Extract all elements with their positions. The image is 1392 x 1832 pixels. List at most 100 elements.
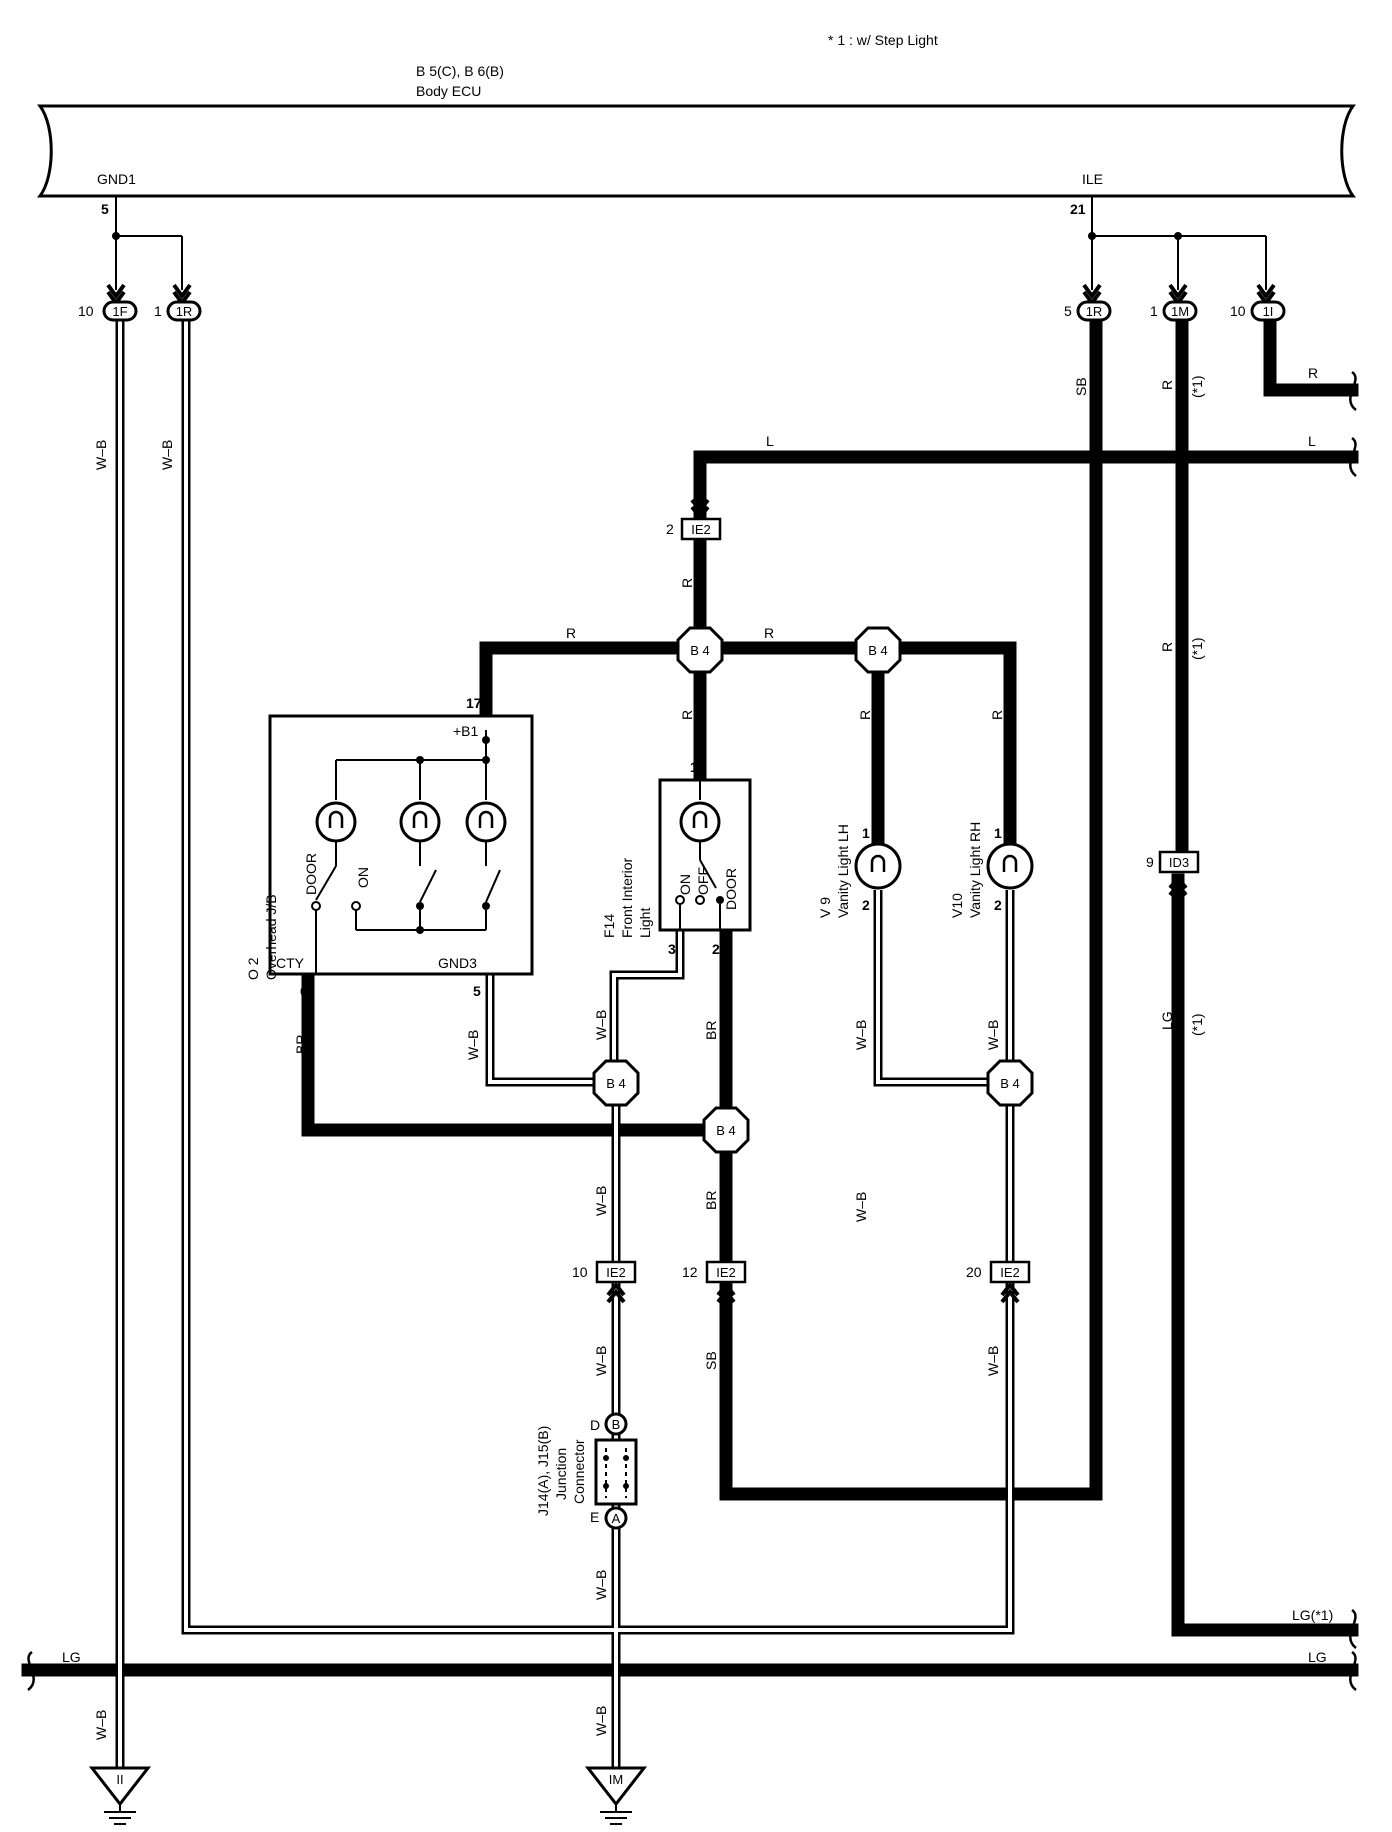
- svg-text:IE2: IE2: [691, 522, 711, 537]
- svg-text:R: R: [1308, 365, 1318, 381]
- svg-text:R: R: [566, 625, 576, 641]
- connector-1r-right: 1R 5: [1064, 300, 1112, 322]
- svg-text:1R: 1R: [1086, 304, 1103, 319]
- ground-ii: II: [88, 1766, 152, 1825]
- svg-text:V10: V10: [949, 893, 965, 918]
- svg-text:(*1): (*1): [1189, 637, 1205, 660]
- svg-text:W–B: W–B: [593, 1570, 609, 1600]
- ground-im: IM: [584, 1766, 648, 1825]
- svg-text:R: R: [989, 710, 1005, 720]
- svg-text:LG: LG: [1308, 1649, 1327, 1665]
- svg-text:W–B: W–B: [593, 1706, 609, 1736]
- wire-color-labels: W–B W–B SB R (*1) R L L R R R R R R R (*…: [62, 365, 1333, 1740]
- splice-b4-br: B 4: [702, 1106, 750, 1154]
- splice-b4-wb-left: B 4: [592, 1059, 640, 1107]
- svg-text:2: 2: [666, 521, 674, 537]
- svg-text:Overhead J/B: Overhead J/B: [263, 894, 279, 980]
- svg-text:1M: 1M: [1171, 304, 1189, 319]
- junction-connector: B A D E J14(A), J15(B) Junction Connecto…: [535, 1412, 638, 1530]
- ecu-pin-gnd1-number: 5: [101, 201, 109, 217]
- svg-text:J14(A), J15(B): J14(A), J15(B): [535, 1426, 551, 1516]
- ecu-pin-ile: ILE: [1082, 171, 1103, 187]
- svg-text:LG: LG: [62, 1649, 81, 1665]
- svg-text:BR: BR: [293, 1035, 309, 1054]
- svg-text:2: 2: [712, 941, 720, 957]
- svg-text:ON: ON: [677, 874, 693, 895]
- svg-text:1: 1: [994, 825, 1002, 841]
- connector-1r-left: 1R 1: [154, 300, 202, 322]
- connector-ie2-top: IE2 2: [666, 517, 722, 541]
- body-ecu-box: [37, 104, 1356, 198]
- svg-text:B: B: [612, 1417, 621, 1432]
- svg-text:IE2: IE2: [606, 1265, 626, 1280]
- svg-text:R: R: [1159, 642, 1175, 652]
- svg-text:1I: 1I: [1263, 304, 1274, 319]
- svg-text:+B1: +B1: [453, 723, 479, 739]
- svg-text:R: R: [679, 578, 695, 588]
- svg-text:ID3: ID3: [1169, 855, 1189, 870]
- svg-text:OFF: OFF: [695, 867, 711, 895]
- svg-text:E: E: [590, 1509, 599, 1525]
- svg-text:6: 6: [300, 983, 308, 999]
- ecu-branch-lines: [112, 196, 1267, 290]
- connector-id3: ID3 9: [1146, 850, 1200, 874]
- connector-ie2-pin20: IE2 20: [966, 1260, 1031, 1284]
- svg-text:20: 20: [966, 1264, 982, 1280]
- svg-text:(*1): (*1): [1189, 375, 1205, 398]
- bulb-icon: [854, 842, 902, 890]
- svg-text:R: R: [679, 710, 695, 720]
- plug-arrows: [106, 283, 1276, 1304]
- svg-text:1R: 1R: [176, 304, 193, 319]
- svg-text:10: 10: [78, 303, 94, 319]
- svg-text:Vanity Light RH: Vanity Light RH: [967, 822, 983, 918]
- svg-text:W–B: W–B: [853, 1192, 869, 1222]
- vanity-light-lh: 1 2 V 9 Vanity Light LH: [817, 824, 902, 918]
- ecu-pin-ile-number: 21: [1070, 201, 1086, 217]
- front-interior-light: 1 3 2 ON OFF DOOR F14 Front Interior Lig…: [601, 759, 752, 957]
- svg-text:B 4: B 4: [1000, 1076, 1020, 1091]
- overhead-jb: +B1 17 CTY GND3 6 5: [245, 695, 534, 999]
- svg-text:W–B: W–B: [853, 1020, 869, 1050]
- svg-text:DOOR: DOOR: [723, 868, 739, 910]
- svg-text:W–B: W–B: [93, 440, 109, 470]
- svg-text:GND3: GND3: [438, 955, 477, 971]
- svg-text:W–B: W–B: [593, 1346, 609, 1376]
- svg-text:SB: SB: [703, 1351, 719, 1370]
- svg-text:L: L: [1308, 433, 1316, 449]
- svg-text:5: 5: [473, 983, 481, 999]
- svg-text:O 2: O 2: [245, 957, 261, 980]
- ecu-name: Body ECU: [416, 83, 481, 99]
- bulb-icon: [679, 801, 721, 843]
- connector-1f: 1F 10: [78, 300, 138, 322]
- step-light-note: * 1 : w/ Step Light: [828, 32, 938, 48]
- svg-text:LG: LG: [1159, 1011, 1175, 1030]
- svg-text:5: 5: [1064, 303, 1072, 319]
- wire-break-right: [1349, 370, 1357, 1691]
- svg-text:1: 1: [1150, 303, 1158, 319]
- svg-text:Connector: Connector: [571, 1439, 587, 1504]
- svg-text:Light: Light: [637, 908, 653, 938]
- splice-b4-vanity: B 4: [854, 626, 902, 674]
- svg-text:BR: BR: [703, 1021, 719, 1040]
- svg-text:W–B: W–B: [985, 1020, 1001, 1050]
- bulb-icon: [986, 842, 1034, 890]
- svg-text:10: 10: [1230, 303, 1246, 319]
- vanity-light-rh: 1 2 V10 Vanity Light RH: [949, 822, 1034, 918]
- svg-text:L: L: [766, 433, 774, 449]
- svg-text:Vanity Light LH: Vanity Light LH: [835, 824, 851, 918]
- svg-text:B 4: B 4: [606, 1076, 626, 1091]
- svg-text:A: A: [612, 1511, 621, 1526]
- svg-text:W–B: W–B: [593, 1186, 609, 1216]
- thick-wires: [21, 313, 1359, 1677]
- svg-text:1: 1: [690, 759, 698, 775]
- svg-text:3: 3: [668, 941, 676, 957]
- svg-text:DOOR: DOOR: [303, 853, 319, 895]
- svg-text:17: 17: [466, 695, 482, 711]
- svg-text:10: 10: [572, 1264, 588, 1280]
- svg-text:W–B: W–B: [159, 440, 175, 470]
- connector-1m: 1M 1: [1150, 300, 1198, 322]
- svg-text:W–B: W–B: [93, 1710, 109, 1740]
- splice-b4-top: B 4: [676, 626, 724, 674]
- svg-text:LG(*1): LG(*1): [1292, 1607, 1333, 1623]
